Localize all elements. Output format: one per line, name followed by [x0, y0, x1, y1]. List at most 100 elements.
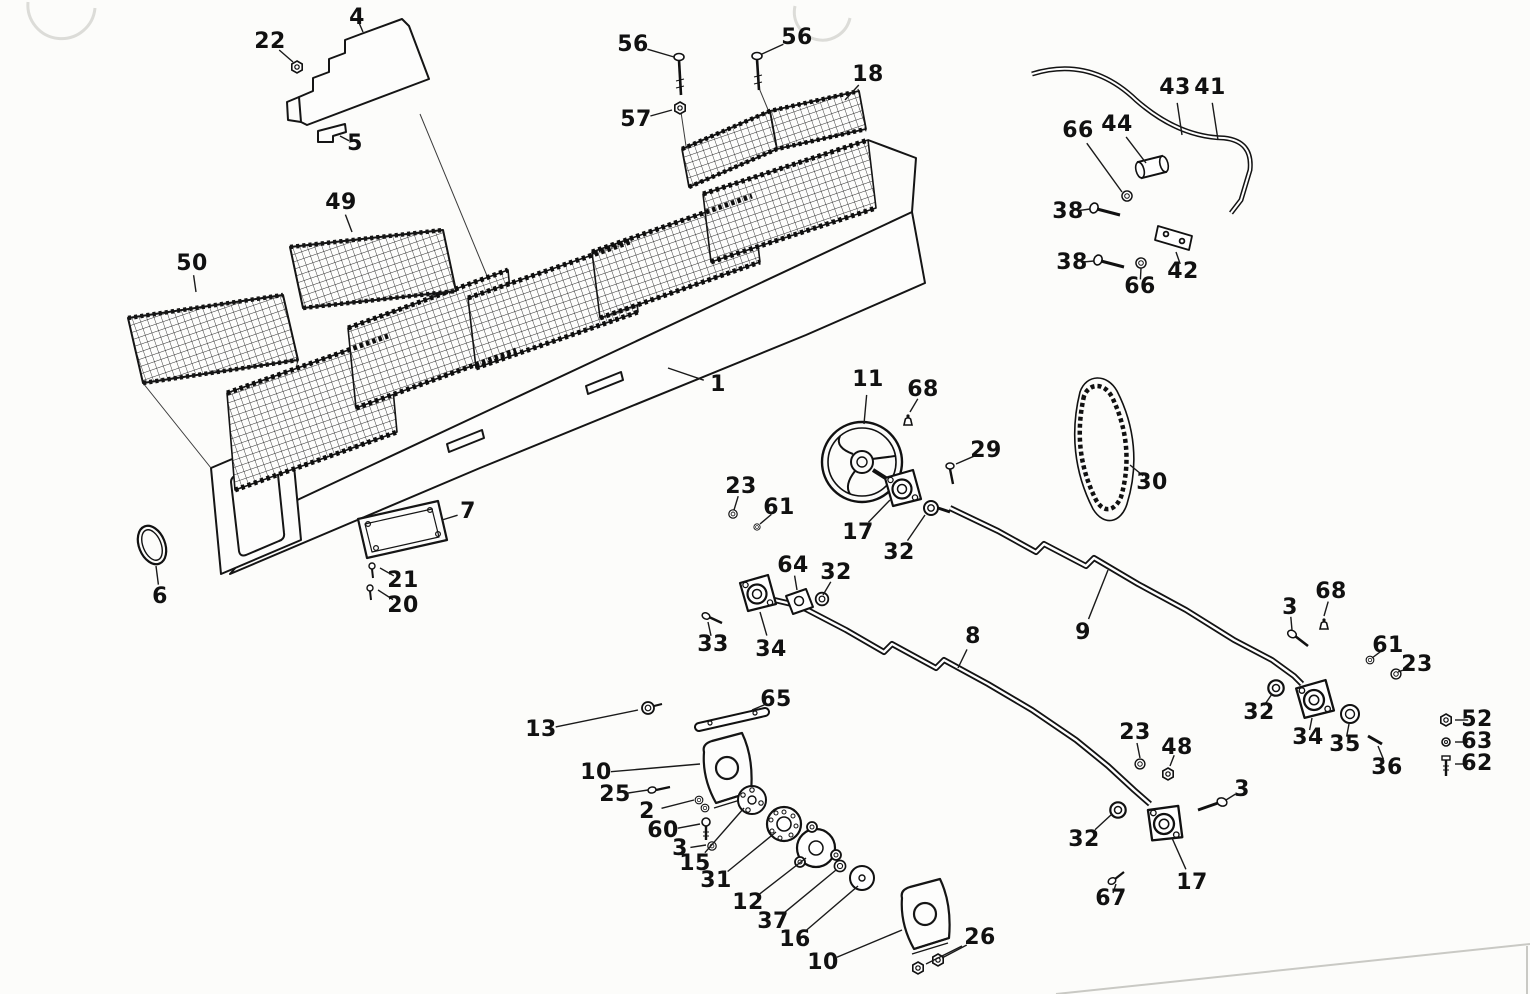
part-callout-32: 32 [1068, 827, 1100, 852]
part-callout-26: 26 [964, 925, 996, 950]
part-36-pin [1367, 734, 1383, 746]
part-callout-32: 32 [1243, 700, 1275, 725]
part-callout-30: 30 [1136, 470, 1168, 495]
part-callout-49: 49 [325, 190, 357, 215]
part-callout-16: 16 [779, 927, 811, 952]
part-callout-15: 15 [679, 851, 711, 876]
part-25-bolt [647, 785, 671, 794]
part-callout-17: 17 [842, 520, 874, 545]
part-callout-3: 3 [1234, 777, 1250, 802]
part-41-rod [1031, 66, 1253, 215]
part-30-chain [1073, 377, 1135, 522]
part-67-clip [1107, 871, 1125, 886]
part-callout-4: 4 [349, 5, 365, 30]
part-4-step-plate [286, 18, 430, 126]
part-callout-56: 56 [781, 25, 813, 50]
part-callout-68: 68 [1315, 579, 1347, 604]
part-callout-17: 17 [1176, 870, 1208, 895]
part-callout-7: 7 [460, 499, 476, 524]
part-callout-65: 65 [760, 687, 792, 712]
part-callout-61: 61 [763, 495, 795, 520]
part-callout-42: 42 [1167, 259, 1199, 284]
part-callout-33: 33 [697, 632, 729, 657]
part-29-bolt [945, 462, 955, 485]
part-callout-22: 22 [254, 29, 286, 54]
part-callout-25: 25 [599, 782, 631, 807]
part-callout-67: 67 [1095, 886, 1127, 911]
part-callout-12: 12 [732, 890, 764, 915]
part-callout-10: 10 [580, 760, 612, 785]
part-64-plate [785, 588, 814, 615]
part-6-ring [136, 524, 168, 566]
part-callout-66: 66 [1124, 274, 1156, 299]
part-callout-35: 35 [1329, 732, 1361, 757]
part-49-grate [289, 227, 457, 311]
part-callout-23: 23 [1401, 652, 1433, 677]
part-callout-11: 11 [852, 367, 884, 392]
part-callout-6: 6 [152, 584, 168, 609]
part-callout-5: 5 [347, 131, 363, 156]
part-callout-44: 44 [1101, 112, 1133, 137]
leader-extra-26 [925, 945, 963, 965]
part-callout-3: 3 [1282, 595, 1298, 620]
part-callout-32: 32 [820, 560, 852, 585]
part-38-bolts [1089, 202, 1125, 269]
part-7-cover-plate [356, 499, 449, 560]
part-18-grate [681, 88, 867, 190]
part-callout-29: 29 [970, 438, 1002, 463]
part-callout-34: 34 [1292, 725, 1324, 750]
part-callout-8: 8 [965, 624, 981, 649]
part-callout-38: 38 [1056, 250, 1088, 275]
part-56-bolts [673, 51, 763, 96]
part-65-strip [694, 707, 770, 732]
part-callout-18: 18 [852, 62, 884, 87]
part-callout-36: 36 [1371, 755, 1403, 780]
part-callout-48: 48 [1161, 735, 1193, 760]
part-callout-52: 52 [1461, 707, 1493, 732]
part-callout-37: 37 [757, 909, 789, 934]
part-callout-61: 61 [1372, 633, 1404, 658]
part-50-grate [127, 292, 299, 386]
part-callout-31: 31 [700, 868, 732, 893]
part-callout-63: 63 [1461, 729, 1493, 754]
part-callout-23: 23 [725, 474, 757, 499]
part-callout-34: 34 [755, 637, 787, 662]
part-35-collar [1340, 704, 1360, 724]
part-callout-1: 1 [710, 372, 726, 397]
part-33-bolt [701, 612, 723, 625]
part-42-clamp-plate [1154, 225, 1193, 251]
part-callout-60: 60 [647, 818, 679, 843]
shaft-stub [937, 506, 951, 514]
part-callout-57: 57 [620, 107, 652, 132]
part-10-bracket-lower [900, 877, 951, 955]
scan-artifacts [26, 1, 1530, 994]
part-callout-68: 68 [907, 377, 939, 402]
part-callout-3: 3 [672, 836, 688, 861]
part-8-crank-rod [765, 595, 1152, 807]
part-callout-20: 20 [387, 593, 419, 618]
part-9-crank-rod [948, 505, 1305, 687]
part-callout-21: 21 [387, 568, 419, 593]
part-callout-9: 9 [1075, 620, 1091, 645]
part-5-clip [317, 123, 347, 143]
part-3-bolt [1286, 629, 1309, 648]
part-callout-50: 50 [176, 251, 208, 276]
part-13-fastener [641, 701, 663, 715]
part-callout-56: 56 [617, 32, 649, 57]
part-3-bolt [1197, 797, 1228, 812]
part-callout-64: 64 [777, 553, 809, 578]
part-callout-41: 41 [1194, 75, 1226, 100]
part-60-bolt [701, 817, 711, 840]
part-21-screw [368, 562, 376, 579]
part-callout-2: 2 [639, 799, 655, 824]
part-16-disc [849, 865, 875, 891]
part-62-bolt [1441, 755, 1451, 776]
part-callout-23: 23 [1119, 720, 1151, 745]
part-callout-32: 32 [883, 540, 915, 565]
walker-rasp-sections [226, 137, 877, 493]
part-callout-66: 66 [1062, 118, 1094, 143]
